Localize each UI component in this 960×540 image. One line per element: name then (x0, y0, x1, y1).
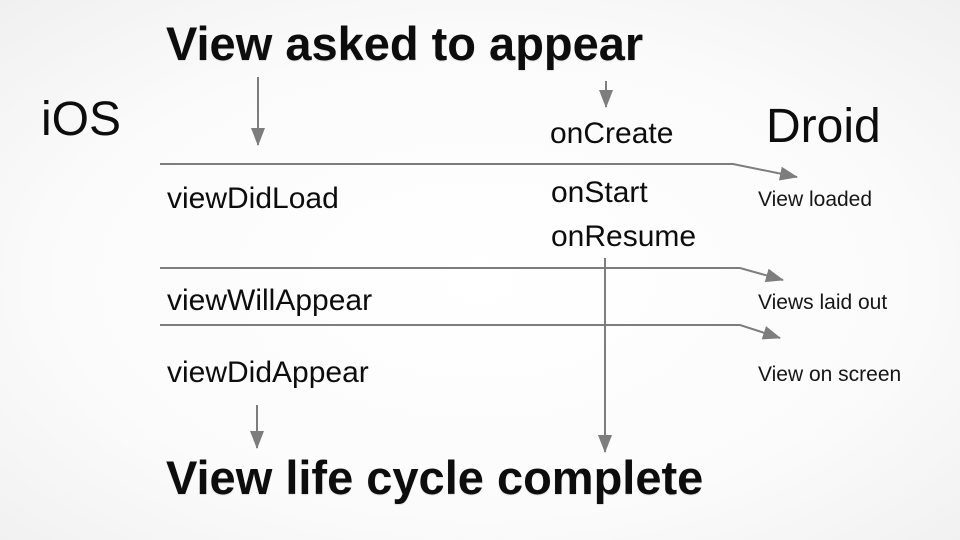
annotation-view-loaded: View loaded (758, 188, 873, 211)
droid-method-onresume: onResume (551, 220, 697, 253)
lane-arrow-view-loaded (160, 163, 798, 181)
annotation-view-on-screen: View on screen (758, 363, 902, 386)
lane-arrow-views-laid-out (160, 267, 784, 283)
ios-method-viewdidappear: viewDidAppear (167, 356, 369, 389)
ios-method-viewwillappear: viewWillAppear (167, 284, 373, 317)
droid-method-oncreate: onCreate (550, 117, 674, 150)
annotation-views-laid-out: Views laid out (758, 291, 888, 314)
platform-label-ios: iOS (41, 93, 122, 146)
platform-label-droid: Droid (766, 100, 881, 153)
top-title: View asked to appear (166, 17, 644, 70)
ios-method-viewdidload: viewDidLoad (167, 182, 339, 215)
bottom-title: View life cycle complete (166, 451, 704, 504)
droid-method-onstart: onStart (551, 176, 648, 209)
lane-arrow-view-on-screen (160, 324, 781, 340)
